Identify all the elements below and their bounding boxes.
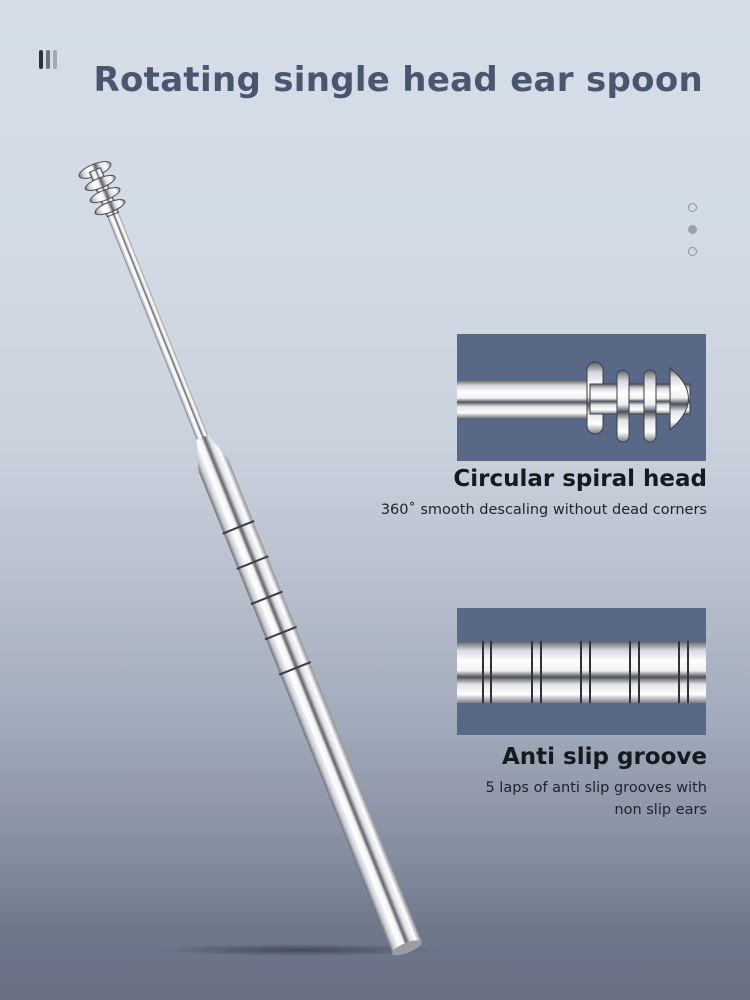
bar-medium xyxy=(46,50,50,69)
grooved-handle-closeup-icon xyxy=(457,641,706,703)
bar-dark xyxy=(39,50,43,69)
feature-image-anti-slip-groove xyxy=(457,608,706,735)
feature-title-anti-slip-groove: Anti slip groove xyxy=(502,744,707,770)
feature-title-spiral-head: Circular spiral head xyxy=(453,466,707,492)
pagination-dot-2-active[interactable] xyxy=(688,225,697,234)
feature-desc-anti-slip-groove: 5 laps of anti slip grooves with non sli… xyxy=(485,777,707,821)
feature-image-spiral-head xyxy=(457,334,706,461)
pagination-dot-1[interactable] xyxy=(688,203,697,212)
feature-desc-line-2: non slip ears xyxy=(614,802,707,818)
pagination-dots xyxy=(688,203,697,256)
feature-desc-line-1: 5 laps of anti slip grooves with xyxy=(485,780,707,796)
spiral-head-closeup-icon xyxy=(457,361,691,443)
feature-desc-spiral-head: 360˚ smooth descaling without dead corne… xyxy=(381,499,707,521)
pagination-dot-3[interactable] xyxy=(688,247,697,256)
bar-light xyxy=(53,50,57,69)
three-bars-icon xyxy=(39,50,57,69)
feature-desc-line: 360˚ smooth descaling without dead corne… xyxy=(380,502,707,518)
page-title: Rotating single head ear spoon xyxy=(93,60,703,100)
